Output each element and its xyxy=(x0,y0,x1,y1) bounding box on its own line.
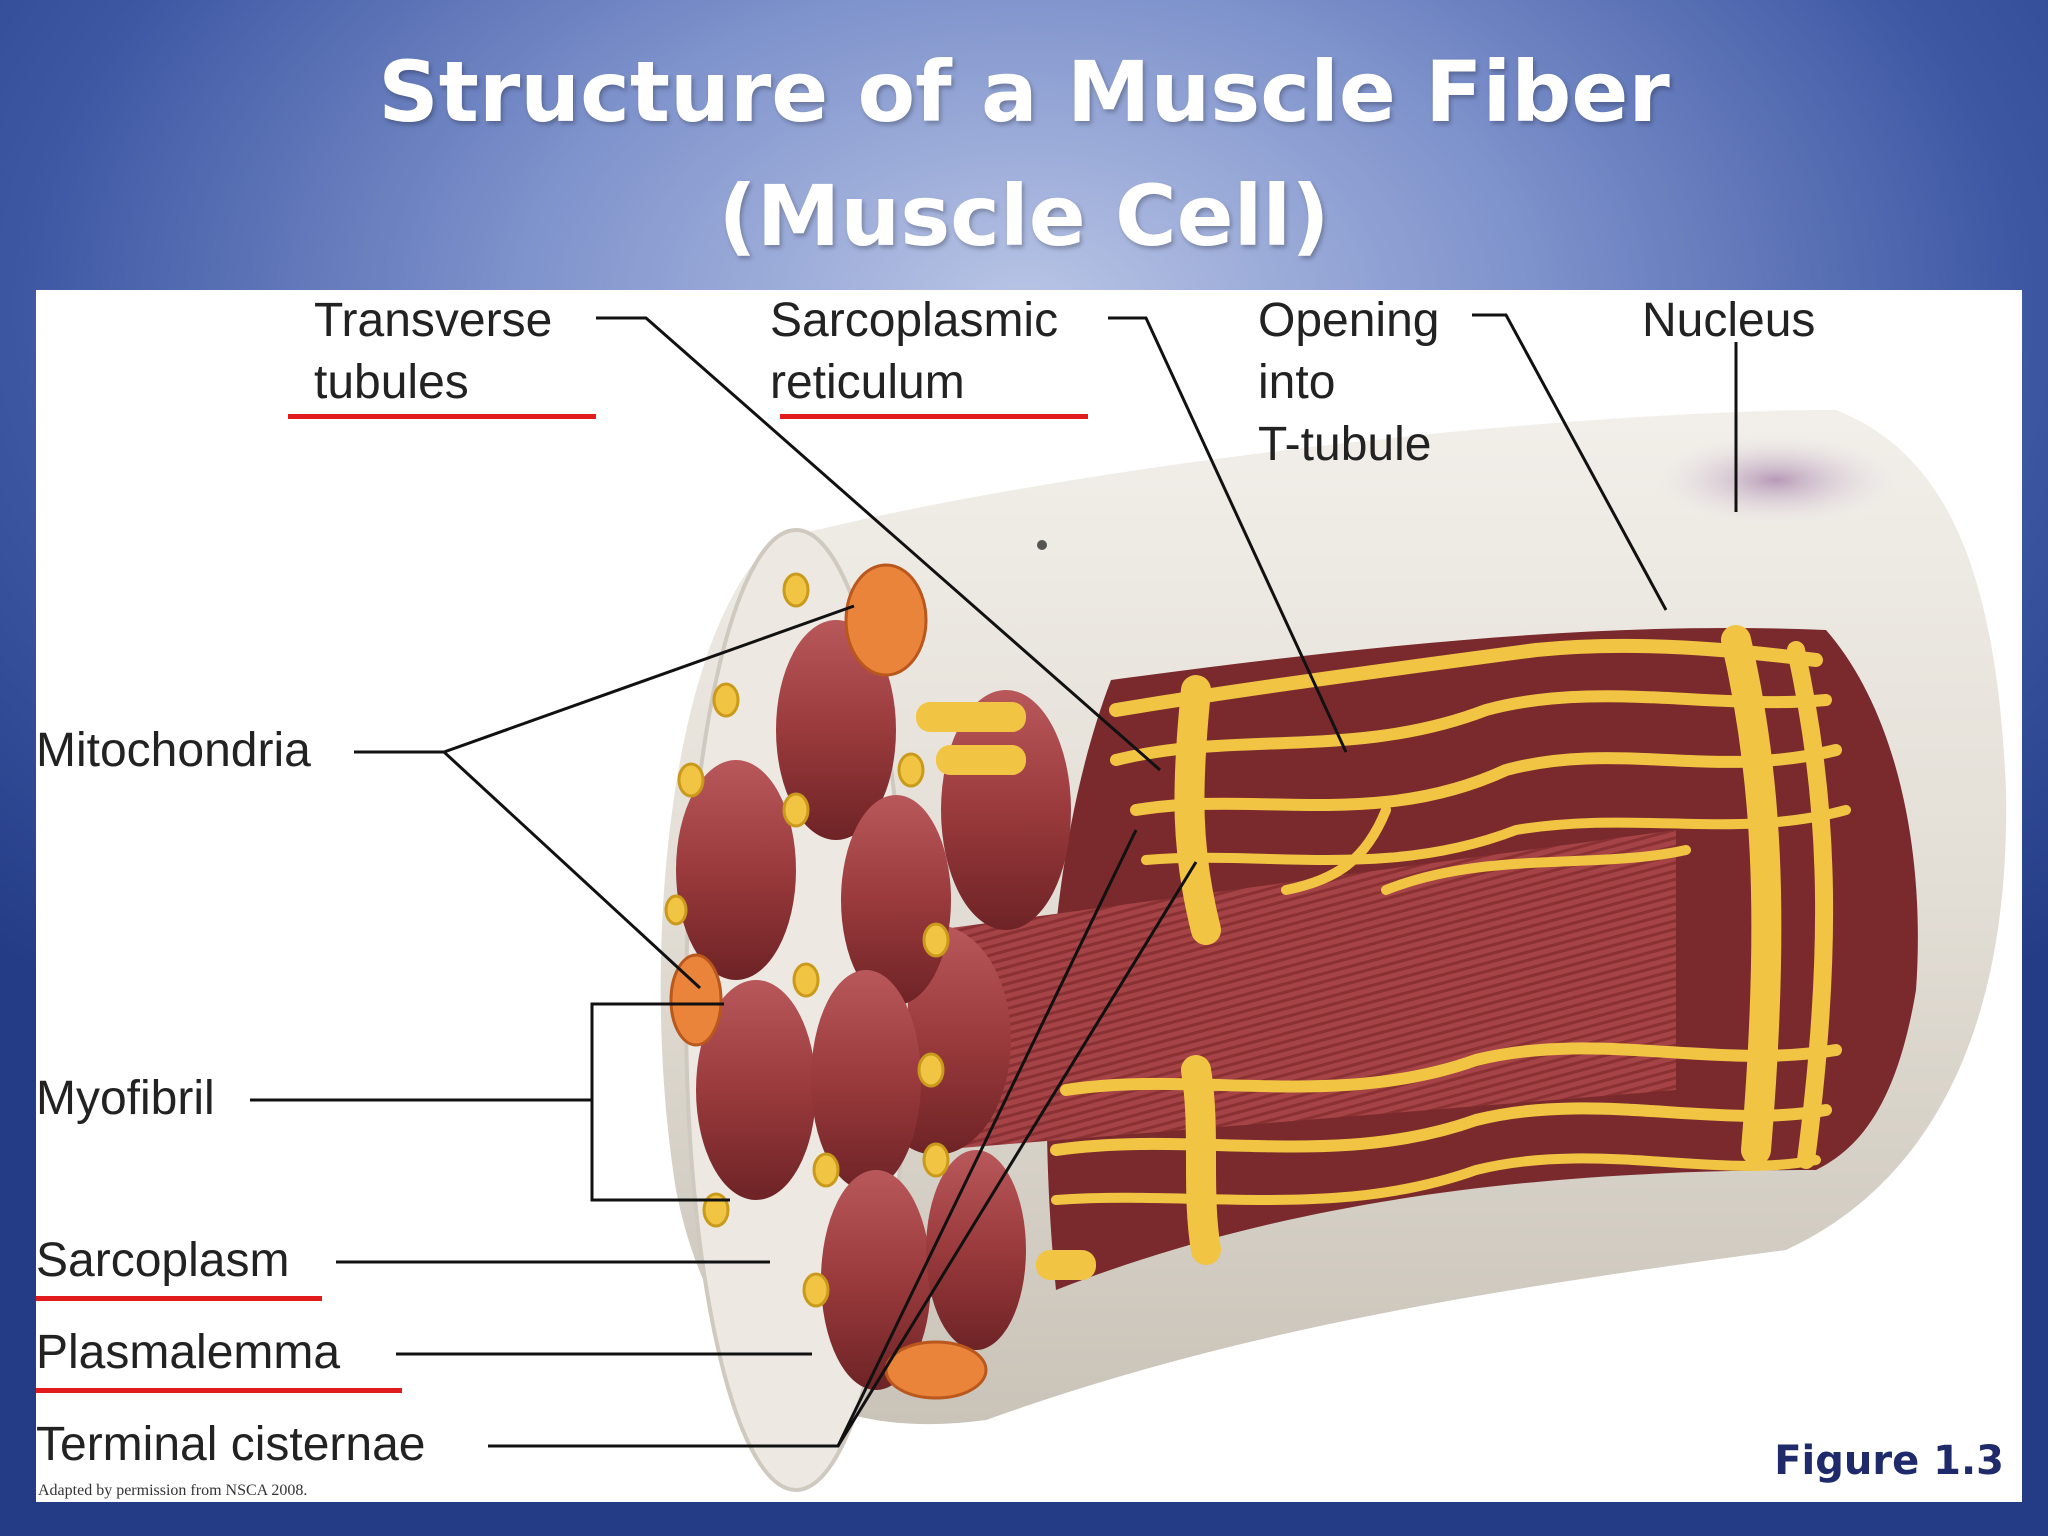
leader-opening-t-tubule xyxy=(1472,313,1668,611)
myofibril-end xyxy=(776,620,896,840)
label-transverse-tubules: Transverse tubules xyxy=(314,294,553,409)
figure-number: Figure 1.3 xyxy=(1774,1438,2004,1484)
diagram-panel: Transverse tubules Sarcoplasmic reticulu… xyxy=(36,290,2022,1502)
label-mitochondria: Mitochondria xyxy=(36,724,311,777)
label-sarcoplasm: Sarcoplasm xyxy=(36,1234,290,1287)
leader-terminal-cisternae-b xyxy=(836,861,1198,1447)
underline-sarcoplasm xyxy=(36,1296,322,1301)
slide-title: Structure of a Muscle Fiber (Muscle Cell… xyxy=(0,30,2048,278)
label-terminal-cisternae: Terminal cisternae xyxy=(36,1418,426,1471)
leader-lines xyxy=(250,313,1738,1448)
myofibril-end xyxy=(821,1170,931,1390)
label-plasmalemma: Plasmalemma xyxy=(36,1326,341,1379)
credit-text: Adapted by permission from NSCA 2008. xyxy=(38,1482,308,1499)
underline-plasmalemma xyxy=(36,1388,402,1393)
leader-sarcoplasmic-reticulum xyxy=(1108,316,1348,753)
title-line-1: Structure of a Muscle Fiber xyxy=(378,43,1670,141)
sarcoplasmic-reticulum-network xyxy=(1050,625,1851,1265)
leader-myofibril-bracket xyxy=(590,1002,730,1202)
label-opening-into-t-tubule: Opening into T-tubule xyxy=(1258,294,1440,471)
fiber-cross-section xyxy=(664,528,1096,1492)
label-sarcoplasmic-reticulum: Sarcoplasmic reticulum xyxy=(770,294,1059,409)
mitochondrion xyxy=(669,953,723,1047)
mitochondrion xyxy=(884,1340,988,1400)
myofibril-end xyxy=(926,1150,1026,1350)
label-nucleus: Nucleus xyxy=(1642,294,1816,347)
title-line-2: (Muscle Cell) xyxy=(718,167,1330,265)
underline-transverse-tubules xyxy=(288,414,596,419)
mitochondrion xyxy=(844,563,928,677)
label-myofibril: Myofibril xyxy=(36,1072,215,1125)
myofibril-end xyxy=(696,980,816,1200)
leader-transverse-tubules xyxy=(596,316,1161,772)
muscle-fiber-illustration xyxy=(250,313,2007,1492)
leader-mitochondria-b xyxy=(442,750,702,990)
myofibril-end xyxy=(841,795,951,1005)
nucleus-shape xyxy=(1656,435,1896,525)
underline-sarcoplasmic-reticulum xyxy=(780,414,1088,419)
myofibril-end xyxy=(676,760,796,980)
myofibril-end xyxy=(811,970,921,1190)
